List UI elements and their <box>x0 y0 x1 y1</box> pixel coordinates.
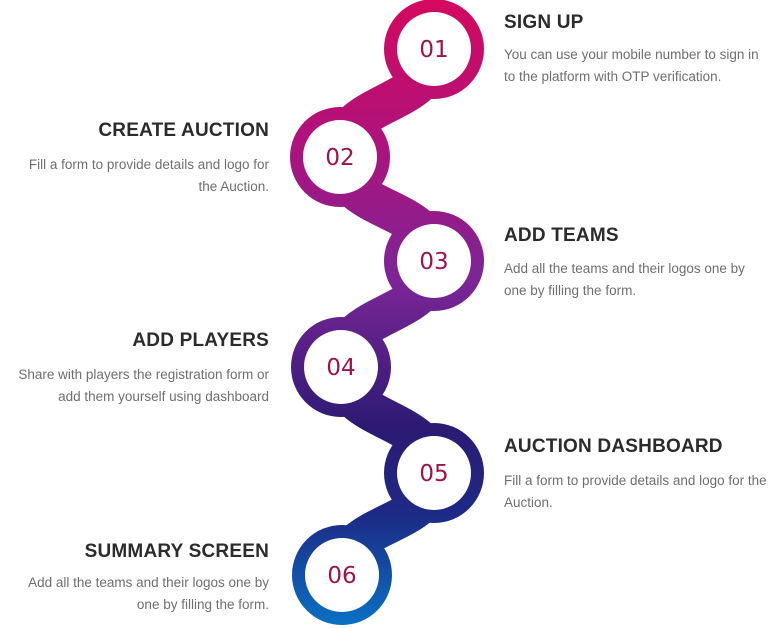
step-5-inner-circle <box>397 436 471 510</box>
step-2-description: Fill a form to provide details and logo … <box>28 157 269 194</box>
step-1-marker: 01 <box>397 12 471 86</box>
step-2-marker: 02 <box>303 120 377 194</box>
step-5-number: 05 <box>419 461 448 487</box>
step-3-marker: 03 <box>397 224 471 298</box>
step-5-title: AUCTION DASHBOARD <box>504 436 723 457</box>
step-4-marker: 04 <box>304 330 378 404</box>
step-6-marker: 06 <box>305 538 379 612</box>
step-4-inner-circle <box>304 330 378 404</box>
step-1-number: 01 <box>419 37 448 63</box>
step-4-title: ADD PLAYERS <box>132 330 269 351</box>
step-6-title: SUMMARY SCREEN <box>84 541 269 562</box>
step-1-inner-circle <box>397 12 471 86</box>
step-2-inner-circle <box>303 120 377 194</box>
step-1-title: SIGN UP <box>504 12 584 33</box>
step-4-description: Share with players the registration form… <box>18 367 269 404</box>
step-6-inner-circle <box>305 538 379 612</box>
step-2-title: CREATE AUCTION <box>98 120 269 141</box>
step-5-marker: 05 <box>397 436 471 510</box>
step-3-description: Add all the teams and their logos one by… <box>504 261 745 298</box>
step-markers: 01 02 03 04 05 06 <box>303 12 471 612</box>
step-1-description: You can use your mobile number to sign i… <box>504 47 759 84</box>
step-5-description: Fill a form to provide details and logo … <box>504 473 767 510</box>
snake-path <box>290 0 484 625</box>
step-3-inner-circle <box>397 224 471 298</box>
step-4-number: 04 <box>326 355 355 381</box>
step-2-number: 02 <box>325 145 354 171</box>
step-3-title: ADD TEAMS <box>504 225 619 246</box>
step-6-description: Add all the teams and their logos one by… <box>28 575 269 612</box>
step-3-number: 03 <box>419 249 448 275</box>
step-6-number: 06 <box>327 563 356 589</box>
